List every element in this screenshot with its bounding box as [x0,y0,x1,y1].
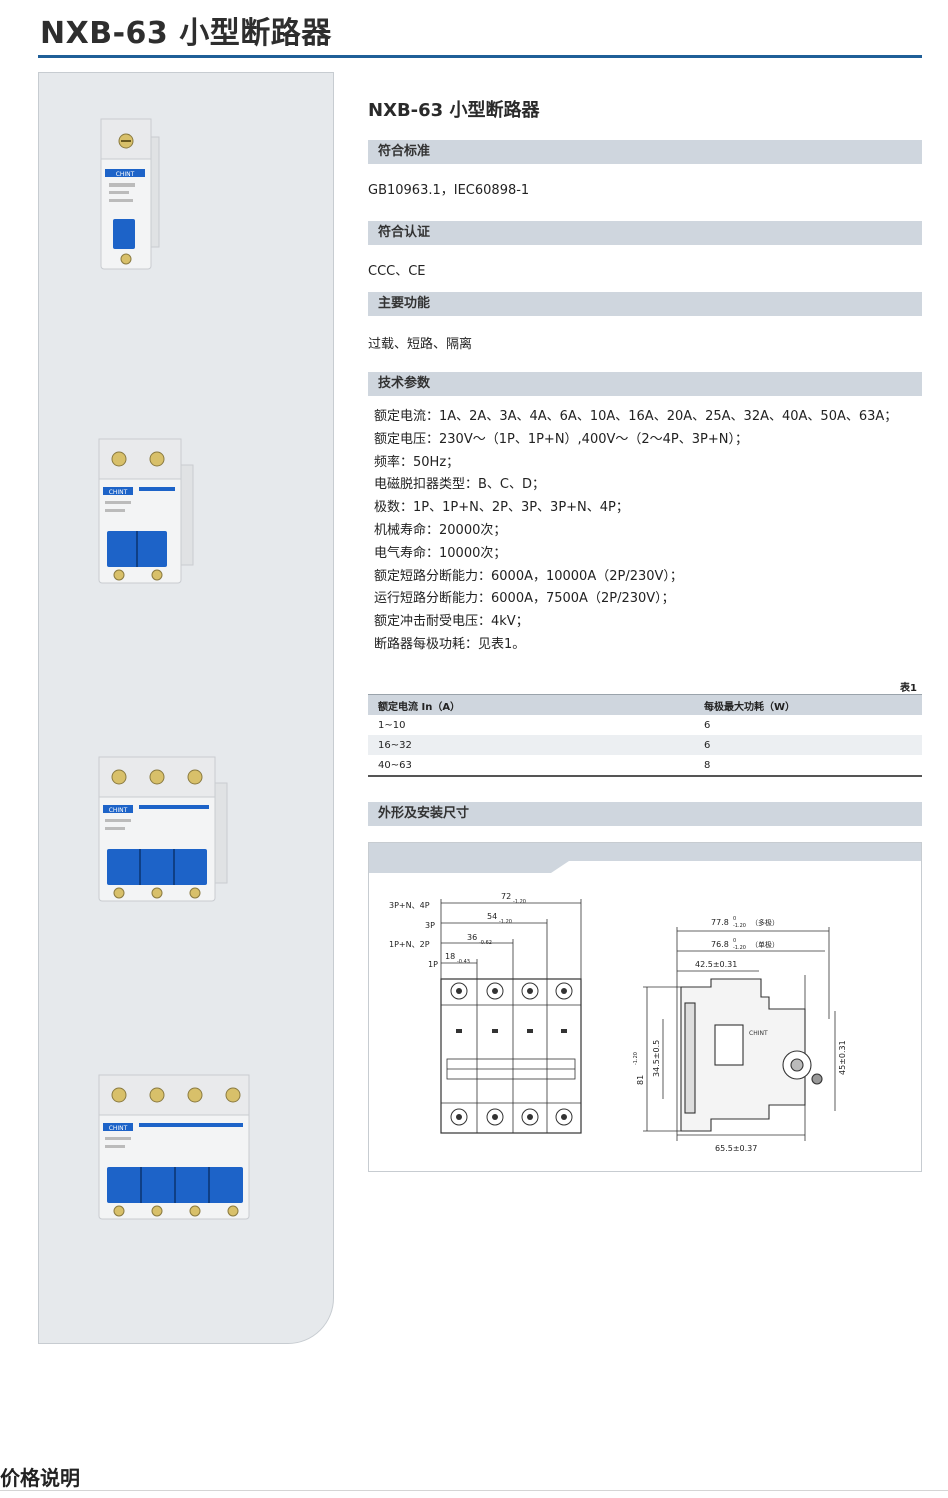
side-dim-top: 42.5±0.31 [695,960,737,969]
width-tol: -1.20 [513,899,526,905]
functions-text: 过载、短路、隔离 [368,337,473,352]
width-tol: -1.20 [499,919,512,925]
table-cell: 6 [704,719,711,731]
side-dim-multi-note: （多极） [751,918,779,927]
side-dim-multi: 77.8 [711,918,729,927]
logo-text: CHINT [109,489,128,496]
width-tol: -0.43 [457,959,470,965]
width-dim: 36 [467,933,477,942]
section-heading-certification: 符合认证 [368,221,922,245]
dimension-drawing-panel: 3P+N、4P 3P 1P+N、2P 1P 72 -1.20 54 -1.20 … [368,842,922,1172]
side-dim-right: 45±0.31 [838,1040,847,1075]
section-heading-tech-params: 技术参数 [368,372,922,396]
pole-label: 1P+N、2P [389,940,430,949]
power-loss-table: 额定电流 In（A） 每极最大功耗（W） 1~10 6 16~32 6 40~6… [368,694,922,777]
page-title: NXB-63 小型断路器 [40,16,332,51]
table-cell: 40~63 [368,755,694,777]
title-divider [38,55,922,58]
logo-text: CHINT [109,807,128,814]
table-caption: 表1 [900,683,917,694]
tech-params-list: 额定电流：1A、2A、3A、4A、6A、10A、16A、20A、25A、32A、… [374,406,897,657]
product-title: NXB-63 小型断路器 [368,100,540,121]
width-dim: 72 [501,892,511,901]
front-view-drawing: 3P+N、4P 3P 1P+N、2P 1P 72 -1.20 54 -1.20 … [389,892,582,1134]
param-line: 机械寿命：20000次； [374,522,507,538]
pole-label: 1P [428,960,438,969]
param-line: 断路器每极功耗：见表1。 [374,636,526,652]
param-line: 电磁脱扣器类型：B、C、D； [374,477,546,493]
table-row: 1~10 6 [368,715,922,735]
table-header-cell: 每极最大功耗（W） [694,694,922,715]
section-heading-standards: 符合标准 [368,140,922,164]
side-logo-text: CHINT [749,1030,768,1037]
certification-text: CCC、CE [368,264,426,279]
table-header-cell: 额定电流 In（A） [368,694,694,715]
table-row: 40~63 8 [368,755,922,777]
breaker-1p-image: CHINT [100,118,160,270]
side-tol-neg: -1.20 [733,923,746,929]
table-row: 16~32 6 [368,735,922,755]
table-cell: 8 [694,755,922,777]
table-header-row: 额定电流 In（A） 每极最大功耗（W） [368,694,922,715]
drawing-tab-header [369,843,921,873]
side-dim-bottom: 65.5±0.37 [715,1144,757,1153]
param-line: 额定短路分断能力：6000A，10000A（2P/230V）； [374,568,683,584]
table-cell: 1~10 [378,719,406,731]
param-line: 额定电压：230V～（1P、1P+N）,400V～（2～4P、3P+N）； [374,431,748,447]
side-dim-single-note: （单极） [751,940,779,949]
side-dim-height: 81 [636,1075,645,1085]
breaker-3p-image: CHINT [98,756,228,902]
section-heading-functions: 主要功能 [368,292,922,316]
footer-divider [0,1490,948,1491]
standards-text: GB10963.1，IEC60898-1 [368,183,530,198]
side-dim-rail: 34.5±0.5 [652,1040,661,1077]
side-view-drawing: 77.8 0 -1.20 （多极） 76.8 0 -1.20 （单极） 42.5… [633,916,847,1153]
footer-section-title: 价格说明 [0,1466,80,1490]
logo-text: CHINT [109,1125,128,1132]
width-dim: 54 [487,912,497,921]
pole-label: 3P [425,921,435,930]
logo-text: CHINT [116,171,135,178]
param-line: 额定冲击耐受电压：4kV； [374,614,529,630]
param-line: 运行短路分断能力：6000A，7500A（2P/230V）； [374,591,675,607]
product-image-panel: CHINT CHINT CHINT [38,72,334,1344]
breaker-4p-image: CHINT [98,1074,250,1220]
param-line: 额定电流：1A、2A、3A、4A、6A、10A、16A、20A、25A、32A、… [374,409,898,424]
width-dim: 18 [445,952,455,961]
section-heading-dimensions: 外形及安装尺寸 [368,802,922,826]
side-dim-single: 76.8 [711,940,729,949]
param-line: 电气寿命：10000次； [374,545,507,561]
side-tol-zero: 0 [733,916,736,922]
side-tol-neg: -1.20 [733,945,746,951]
param-line: 极数：1P、1P+N、2P、3P、3P+N、4P； [374,500,629,516]
param-line: 频率：50Hz； [374,454,460,470]
breaker-2p-image: CHINT [98,438,194,584]
pole-label: 3P+N、4P [389,901,430,910]
table-cell: 16~32 [368,735,694,755]
table-cell: 6 [694,735,922,755]
side-dim-height-tol: -1.20 [633,1052,639,1065]
side-tol-zero: 0 [733,938,736,944]
